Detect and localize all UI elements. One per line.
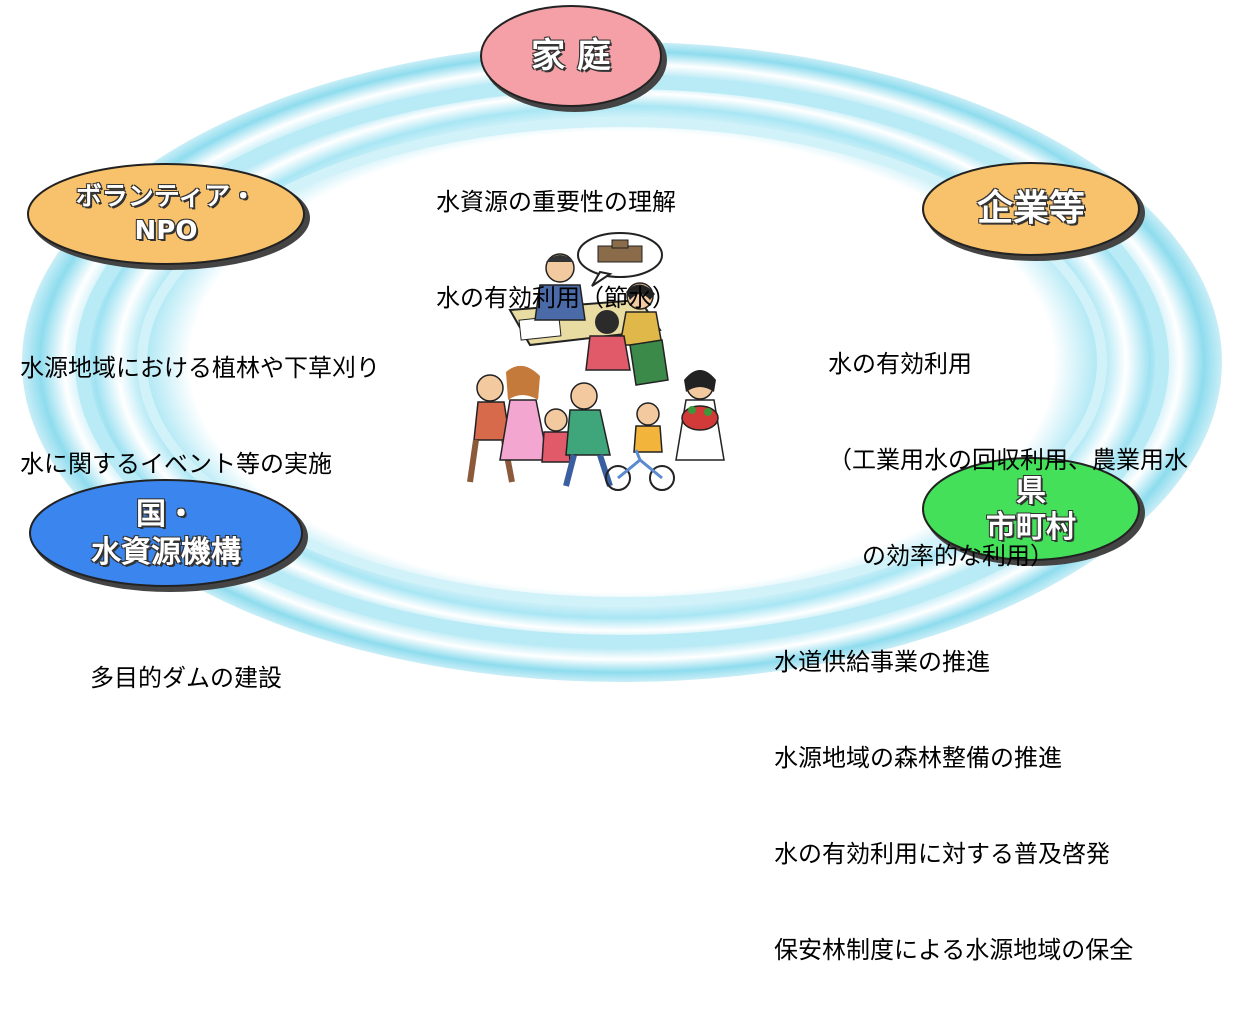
prefecture-role-4: 保安林制度による水源地域の保全	[774, 936, 1134, 964]
diagram-canvas: 家 庭 ボランティア・ NPO 企業等 県 市町村 国・ 水資源機構 水資源の重…	[20, 5, 1222, 964]
prefecture-roles: 水道供給事業の推進 水源地域の森林整備の推進 水の有効利用に対する普及啓発 保安…	[774, 582, 1133, 1030]
national-badge	[29, 479, 308, 592]
community-illustration	[458, 232, 728, 492]
prefecture-label: 県 市町村	[923, 474, 1139, 546]
volunteer-badge	[27, 163, 310, 270]
company-roles: 水の有効利用 （工業用水の回収利用、農業用水 の効率的な利用）	[828, 284, 1188, 636]
household-label: 家 庭	[531, 36, 611, 76]
volunteer-label: ボランティア・ NPO	[28, 180, 304, 248]
national-roles: 多目的ダムの建設	[90, 598, 282, 758]
prefecture-role-1: 水道供給事業の推進	[774, 648, 990, 676]
prefecture-label-line1: 県	[1016, 474, 1046, 509]
volunteer-role-2: 水に関するイベント等の実施	[20, 450, 332, 478]
national-label: 国・ 水資源機構	[30, 496, 302, 572]
household-role-2: 水の有効利用（節水）	[436, 284, 676, 312]
volunteer-roles: 水源地域における植林や下草刈り 水に関するイベント等の実施	[20, 288, 380, 544]
volunteer-role-1: 水源地域における植林や下草刈り	[20, 354, 380, 382]
prefecture-label-line2: 市町村	[986, 510, 1076, 545]
household-roles: 水資源の重要性の理解 水の有効利用（節水）	[436, 122, 676, 378]
prefecture-role-3: 水の有効利用に対する普及啓発	[774, 840, 1110, 868]
household-badge	[480, 5, 667, 112]
company-label: 企業等	[976, 188, 1085, 229]
volunteer-label-line2: NPO	[134, 216, 198, 246]
prefecture-badge	[922, 457, 1145, 566]
prefecture-role-2: 水源地域の森林整備の推進	[774, 744, 1062, 772]
volunteer-label-line1: ボランティア・	[75, 182, 257, 212]
company-badge	[922, 162, 1145, 261]
company-role-2: （工業用水の回収利用、農業用水	[828, 446, 1188, 474]
national-label-line2: 水資源機構	[91, 535, 241, 570]
background-rings	[22, 5, 1222, 682]
household-role-1: 水資源の重要性の理解	[436, 188, 676, 216]
inner-ring	[137, 117, 1107, 607]
company-role-1: 水の有効利用	[828, 350, 972, 378]
national-role-1: 多目的ダムの建設	[90, 664, 282, 692]
national-label-line1: 国・	[136, 497, 196, 532]
company-role-3: の効率的な利用）	[862, 542, 1054, 570]
